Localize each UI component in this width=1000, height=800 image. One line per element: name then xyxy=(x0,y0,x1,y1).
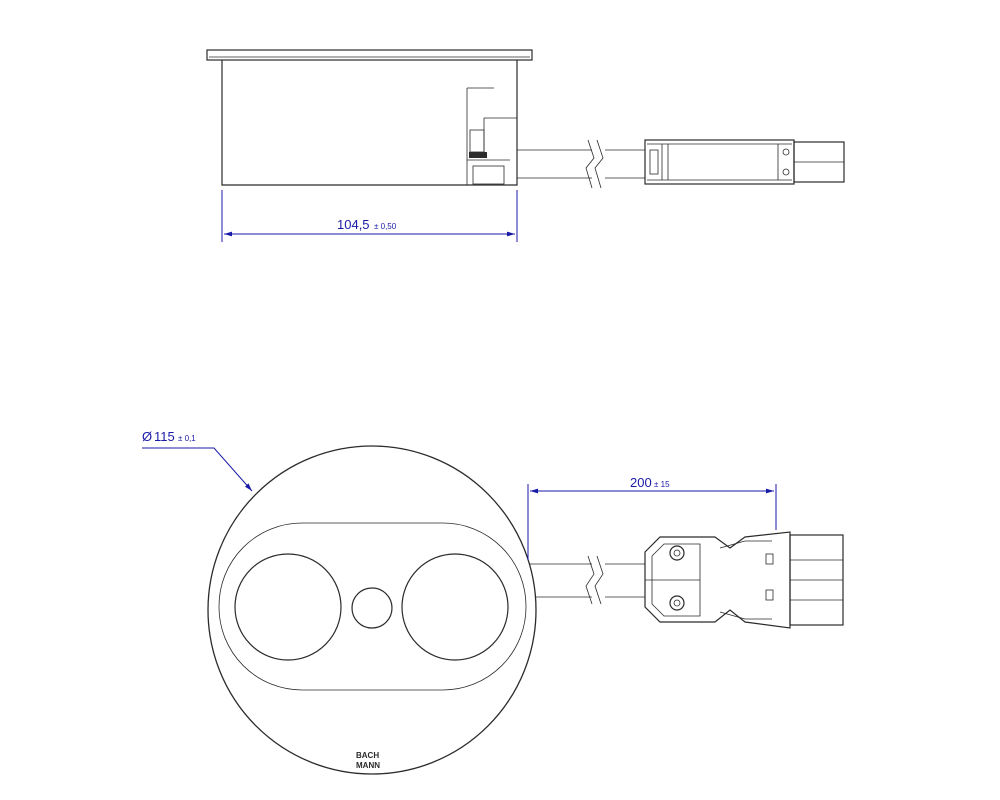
diameter-tolerance: ± 0,1 xyxy=(178,434,196,443)
top-view: BACH MANN Ø 115 ± 0,1 xyxy=(142,429,844,775)
side-view: 104,5 ± 0,50 xyxy=(206,49,845,242)
bachmann-logo: BACH MANN xyxy=(356,751,380,770)
disc-outline xyxy=(207,445,537,775)
width-value: 104,5 xyxy=(337,217,370,232)
svg-text:MANN: MANN xyxy=(356,761,380,770)
diameter-dimension: Ø 115 ± 0,1 xyxy=(142,429,253,492)
socket-plate xyxy=(218,522,527,691)
cable-length-tolerance: ± 15 xyxy=(654,480,670,489)
top-cable xyxy=(528,555,645,605)
diameter-symbol: Ø xyxy=(142,429,152,444)
side-connector xyxy=(644,139,845,185)
side-body xyxy=(221,60,518,186)
left-socket xyxy=(234,553,342,661)
diameter-value: 115 xyxy=(154,429,175,444)
side-cable xyxy=(517,139,645,189)
cable-length-dimension: 200 ± 15 xyxy=(527,475,777,560)
width-tolerance: ± 0,50 xyxy=(374,222,397,231)
center-button xyxy=(351,587,393,629)
side-lid xyxy=(206,49,533,61)
width-dimension: 104,5 ± 0,50 xyxy=(221,190,518,242)
top-connector xyxy=(644,531,844,629)
svg-text:BACH: BACH xyxy=(356,751,379,760)
right-socket xyxy=(401,553,509,661)
cable-length-value: 200 xyxy=(630,475,652,490)
